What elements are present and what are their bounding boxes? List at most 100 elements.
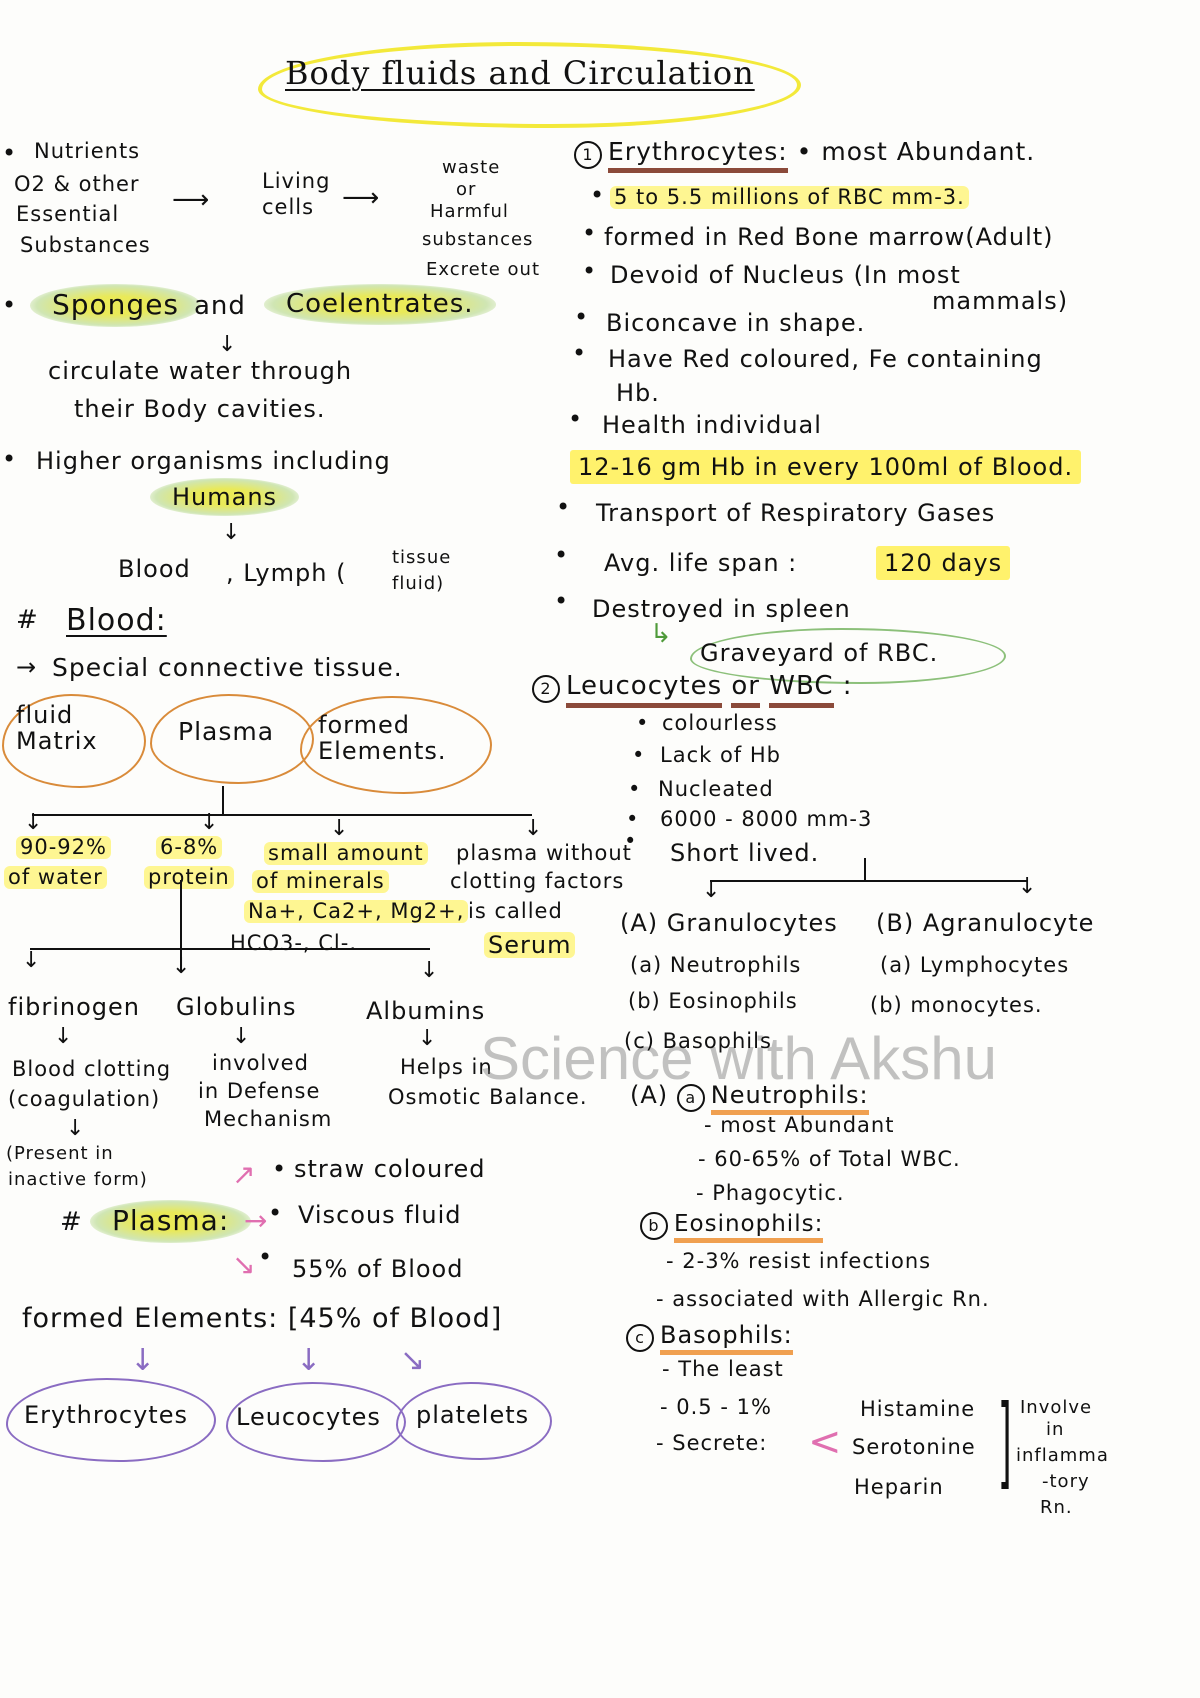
albumins-text: Albumins bbox=[366, 997, 486, 1025]
bullet: • bbox=[636, 711, 650, 735]
waste-text: Harmful bbox=[430, 201, 509, 222]
secretion-item: Heparin bbox=[854, 1475, 944, 1499]
arrow-right-icon: ⟶ bbox=[172, 185, 211, 215]
arrow-right-icon: → bbox=[16, 653, 38, 681]
role-text: in bbox=[1046, 1419, 1065, 1440]
platelets-label: platelets bbox=[416, 1401, 530, 1429]
granulocytes-heading: (A) Granulocytes bbox=[620, 909, 838, 937]
rbc-first-point: • most Abundant. bbox=[796, 137, 1036, 166]
plasma-point: Viscous fluid bbox=[298, 1201, 462, 1229]
bullet: • bbox=[272, 1155, 288, 1183]
wbc-point: Nucleated bbox=[658, 777, 774, 801]
arrow-down-icon: ↓ bbox=[418, 1026, 437, 1051]
letter-circle: a bbox=[676, 1084, 705, 1112]
blood-heading: Blood: bbox=[66, 603, 167, 638]
bullet: • bbox=[554, 587, 570, 615]
humans-highlight: Humans bbox=[150, 478, 300, 517]
secretion-item: Histamine bbox=[860, 1397, 976, 1421]
arrow-down-icon: ↓ bbox=[54, 1024, 73, 1049]
bullet: • bbox=[574, 303, 590, 331]
higher-organisms-text: Higher organisms including bbox=[36, 447, 391, 475]
arrow-down-icon: ↓ bbox=[24, 810, 43, 835]
blood-text: Blood bbox=[118, 555, 191, 583]
serum-text: is called bbox=[468, 899, 563, 923]
plasma-heading: Plasma: bbox=[90, 1200, 252, 1243]
protein-pct: 6-8% bbox=[156, 835, 223, 860]
formed-heading: formed Elements: [45% of Blood] bbox=[22, 1303, 503, 1334]
bullet: • bbox=[628, 777, 642, 801]
nutrients-text: Essential bbox=[16, 202, 120, 226]
eosinophil-point: - associated with Allergic Rn. bbox=[656, 1287, 990, 1311]
globulins-desc: in Defense bbox=[198, 1079, 321, 1103]
purple-arrow-icon: ↓ bbox=[130, 1343, 157, 1378]
erythrocytes-label: Erythrocytes bbox=[24, 1401, 188, 1429]
rbc-point: formed in Red Bone marrow(Adult) bbox=[604, 223, 1054, 251]
and-text: and bbox=[194, 291, 246, 321]
arrow-down-icon: ↓ bbox=[420, 958, 439, 983]
minerals-ions: HCO3-, Cl-. bbox=[230, 931, 358, 955]
globulins-text: Globulins bbox=[176, 993, 297, 1021]
tree-line bbox=[222, 786, 224, 816]
bracket: ] bbox=[998, 1383, 1013, 1500]
fibrinogen-text: fibrinogen bbox=[8, 993, 140, 1021]
rbc-point: Devoid of Nucleus (In most bbox=[610, 261, 961, 289]
agranulocyte-item: (b) monocytes. bbox=[870, 993, 1043, 1017]
bullet: • bbox=[582, 257, 598, 285]
minerals-text: of minerals bbox=[252, 869, 389, 894]
tree-line bbox=[30, 948, 430, 950]
bullet: • bbox=[632, 743, 646, 767]
waste-text: waste bbox=[442, 157, 501, 178]
neutrophil-point: - most Abundant bbox=[704, 1113, 895, 1137]
tree-line bbox=[180, 880, 182, 970]
rbc-point: Health individual bbox=[602, 411, 822, 439]
tree-line bbox=[710, 880, 1028, 882]
plasma-cloud-text: Plasma bbox=[178, 717, 275, 746]
arrow-down-icon: ↓ bbox=[200, 810, 219, 835]
arrow-down-icon: ↓ bbox=[1018, 874, 1037, 899]
section-prefix: (A) bbox=[630, 1081, 669, 1109]
water-label: of water bbox=[4, 865, 107, 890]
fluid-matrix-cloud bbox=[2, 694, 146, 788]
secretion-item: Serotonine bbox=[852, 1435, 976, 1459]
serum-text: clotting factors bbox=[450, 869, 625, 893]
living-cells-text: Living bbox=[262, 169, 331, 193]
circulate-text: circulate water through bbox=[48, 357, 353, 385]
coelenterates-highlight: Coelentrates. bbox=[264, 284, 496, 325]
eosinophil-point: - 2-3% resist infections bbox=[666, 1249, 932, 1273]
lifespan-highlight: 120 days bbox=[876, 546, 1011, 581]
or-text: or bbox=[731, 671, 760, 708]
role-text: Rn. bbox=[1040, 1497, 1073, 1518]
lymph-text: , Lymph ( bbox=[226, 559, 347, 587]
bullet: • bbox=[624, 829, 638, 853]
title-cloud bbox=[258, 42, 801, 128]
protein-label: protein bbox=[144, 865, 234, 890]
minerals-ions: Na+, Ca2+, Mg2+, bbox=[244, 899, 469, 924]
role-text: inflamma bbox=[1016, 1445, 1109, 1466]
minerals-text: small amount bbox=[264, 841, 428, 866]
bullet: • bbox=[556, 493, 572, 521]
bullet: • bbox=[572, 339, 588, 367]
basophil-point: - The least bbox=[662, 1357, 784, 1381]
waste-text: substances bbox=[422, 229, 534, 250]
letter-circle: c bbox=[626, 1324, 654, 1352]
arrow-down-icon: ↓ bbox=[22, 948, 41, 973]
rbc-point: Hb. bbox=[616, 379, 660, 407]
fibrinogen-desc: (coagulation) bbox=[8, 1087, 161, 1111]
fluid-matrix-text: fluid Matrix bbox=[16, 701, 98, 756]
agranulocyte-item: (a) Lymphocytes bbox=[880, 953, 1070, 977]
bullet: • bbox=[2, 139, 18, 167]
rbc-point: 5 to 5.5 millions of RBC mm-3. bbox=[610, 185, 969, 210]
rbc-point: Have Red coloured, Fe containing bbox=[608, 345, 1043, 373]
rbc-point: Destroyed in spleen bbox=[592, 595, 851, 623]
wbc-point: Short lived. bbox=[670, 839, 820, 867]
erythrocytes-cloud bbox=[6, 1378, 216, 1462]
wbc-heading: WBC bbox=[769, 671, 834, 708]
letter-circle: b bbox=[640, 1212, 668, 1240]
arrow-down-icon: ↓ bbox=[524, 816, 543, 841]
fibrinogen-note: inactive form) bbox=[8, 1169, 148, 1190]
basophils-heading: Basophils: bbox=[660, 1321, 793, 1355]
pink-arrow-icon: ↗ bbox=[232, 1158, 257, 1191]
special-connective-text: Special connective tissue. bbox=[52, 653, 403, 682]
